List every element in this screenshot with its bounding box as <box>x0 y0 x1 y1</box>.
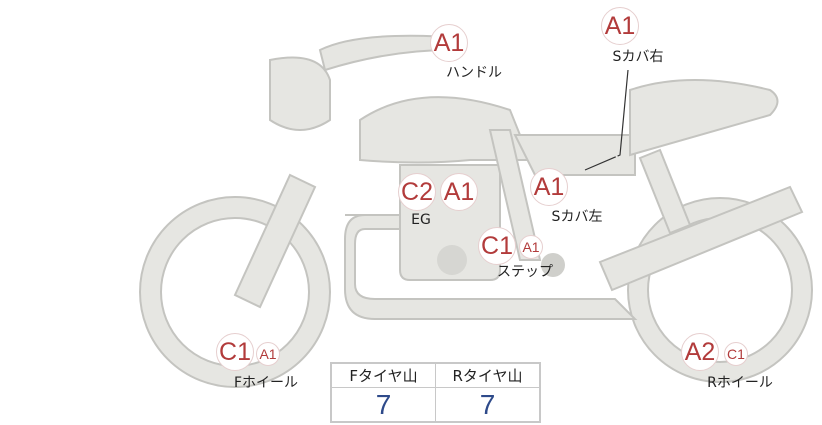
badge-handle-a1: A1 <box>430 24 468 62</box>
label-step: ステップ <box>497 264 553 280</box>
seat <box>629 79 779 157</box>
label-front-wheel: Fホイール <box>233 375 299 391</box>
badge-side-cover-left-a1: A1 <box>530 168 568 206</box>
tire-tread-table: Fタイヤ山 Rタイヤ山 7 7 <box>330 362 541 423</box>
label-engine: EG <box>411 212 431 228</box>
front-tire-value: 7 <box>330 387 436 423</box>
side-cover <box>513 134 636 176</box>
badge-step-a1: A1 <box>519 235 543 259</box>
exhaust <box>344 214 638 320</box>
front-fork <box>233 173 317 309</box>
badge-engine-a1: A1 <box>440 173 478 211</box>
swing-arm <box>598 185 804 292</box>
label-side-cover-right: Sカバ右 <box>612 49 664 65</box>
front-tire-header: Fタイヤ山 <box>330 362 436 388</box>
badge-side-cover-right-a1: A1 <box>601 7 639 45</box>
badge-front-wheel-a1: A1 <box>256 342 280 366</box>
frame <box>488 129 542 261</box>
rear-tire-value: 7 <box>435 387 541 423</box>
leader-line <box>584 69 629 171</box>
badge-rear-wheel-a2: A2 <box>681 333 719 371</box>
rear-tire-header: Rタイヤ山 <box>435 362 541 388</box>
headlight <box>269 56 331 131</box>
badge-engine-c2: C2 <box>398 173 436 211</box>
badge-rear-wheel-c1: C1 <box>724 342 748 366</box>
label-rear-wheel: Rホイール <box>707 375 773 391</box>
badge-front-wheel-c1: C1 <box>216 333 254 371</box>
label-side-cover-left: Sカバ左 <box>551 209 603 225</box>
badge-step-c1: C1 <box>478 227 516 265</box>
rear-shock <box>638 148 692 235</box>
label-handle: ハンドル <box>446 65 502 81</box>
